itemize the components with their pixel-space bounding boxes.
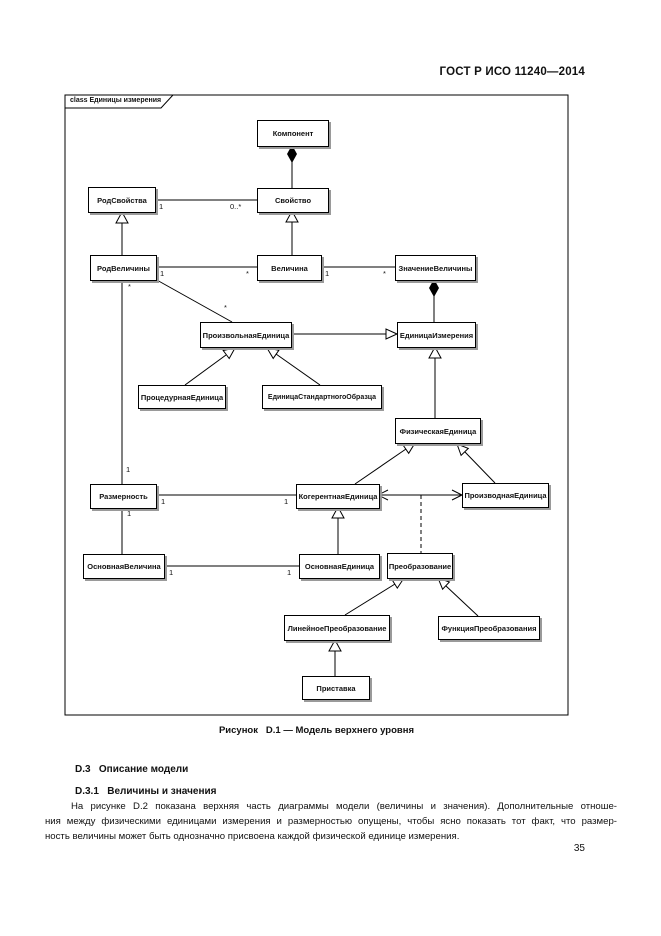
class-box-preobrazovanie: Преобразование: [387, 553, 453, 579]
multiplicity-label: 0..*: [230, 202, 242, 211]
section-heading-d31: D.3.1 Величины и значения: [75, 786, 217, 797]
class-label: КогерентнаяЕдиница: [298, 492, 378, 501]
multiplicity-label: 1: [126, 465, 131, 474]
multiplicity-label: *: [224, 303, 227, 312]
class-box-pristavka: Приставка: [302, 676, 370, 700]
class-box-osnovnaya-edinitsa: ОсновнаяЕдиница: [299, 554, 380, 579]
paragraph-line: На рисунке D.2 показана верхняя часть ди…: [71, 801, 617, 812]
paragraph-line: ния между физическими единицами измерени…: [45, 816, 617, 827]
multiplicity-label: 1: [287, 568, 292, 577]
page-number: 35: [573, 843, 585, 854]
paragraph-line: ность величины может быть однозначно при…: [45, 831, 460, 842]
class-label: ОсновнаяВеличина: [87, 562, 161, 571]
class-label: ЕдиницаИзмерения: [399, 330, 474, 340]
class-label: Компонент: [272, 129, 314, 138]
class-label: ПроизводнаяЕдиница: [464, 491, 547, 500]
class-label: ФизическаяЕдиница: [399, 426, 477, 436]
class-box-fizicheskaya-edinitsa: ФизическаяЕдиница: [395, 418, 481, 444]
class-label: Величина: [271, 263, 308, 273]
class-box-rod-velichiny: РодВеличины: [90, 255, 157, 281]
class-box-komponent: Компонент: [257, 120, 329, 147]
standard-number: ГОСТ Р ИСО 11240—2014: [439, 66, 585, 78]
class-label: ФункцияПреобразования: [441, 623, 537, 633]
class-label: ОсновнаяЕдиница: [304, 562, 375, 571]
class-box-edinitsa-izmereniya: ЕдиницаИзмерения: [397, 322, 476, 348]
multiplicity-label: *: [128, 282, 131, 291]
class-box-protsedurnaya-edinitsa: ПроцедурнаяЕдиница: [138, 385, 226, 409]
class-label: Свойство: [274, 196, 312, 205]
multiplicity-label: 1: [161, 497, 166, 506]
class-box-rod-svoystva: РодСвойства: [88, 187, 156, 213]
body-paragraph: На рисунке D.2 показана верхняя часть ди…: [45, 799, 617, 844]
class-label: ЗначениеВеличины: [398, 263, 473, 273]
section-heading-d3: D.3 Описание модели: [75, 764, 189, 775]
class-box-funktsiya-preobrazovaniya: ФункцияПреобразования: [438, 616, 540, 640]
class-label: Преобразование: [388, 561, 452, 571]
multiplicity-label: 1: [284, 497, 289, 506]
multiplicity-label: 1: [169, 568, 174, 577]
class-label: ПроизвольнаяЕдиница: [202, 330, 290, 340]
class-box-proizvodnaya-edinitsa: ПроизводнаяЕдиница: [462, 483, 549, 508]
class-box-osnovnaya-velichina: ОсновнаяВеличина: [83, 554, 165, 579]
class-box-proizvolnaya-edinitsa: ПроизвольнаяЕдиница: [200, 322, 292, 348]
class-box-svoystvo: Свойство: [257, 188, 329, 213]
class-label: ЛинейноеПреобразование: [287, 623, 387, 633]
multiplicity-label: 1: [127, 509, 132, 518]
class-box-edinitsa-standartnogo-obraztsa: ЕдиницаСтандартногоОбразца: [262, 385, 382, 409]
multiplicity-label: *: [246, 269, 249, 278]
frame-label: class Единицы измерения: [70, 97, 162, 104]
class-box-kogerentnaya-edinitsa: КогерентнаяЕдиница: [296, 484, 380, 509]
class-box-velichina: Величина: [257, 255, 322, 281]
multiplicity-label: 1: [159, 202, 164, 211]
class-label: РодСвойства: [97, 195, 147, 205]
class-box-lineynoe-preobrazovanie: ЛинейноеПреобразование: [284, 615, 390, 641]
class-label: Приставка: [316, 683, 356, 693]
multiplicity-label: 1: [325, 269, 330, 278]
class-box-razmernost: Размерность: [90, 484, 157, 509]
figure-caption: Рисунок D.1 — Модель верхнего уровня: [218, 725, 415, 736]
class-label: ЕдиницаСтандартногоОбразца: [267, 393, 377, 401]
multiplicity-label: *: [383, 269, 386, 278]
multiplicity-label: 1: [160, 269, 165, 278]
class-label: Размерность: [99, 492, 148, 501]
class-label: ПроцедурнаяЕдиница: [140, 392, 224, 402]
class-box-znachenie-velichiny: ЗначениеВеличины: [395, 255, 476, 281]
class-label: РодВеличины: [97, 263, 150, 273]
